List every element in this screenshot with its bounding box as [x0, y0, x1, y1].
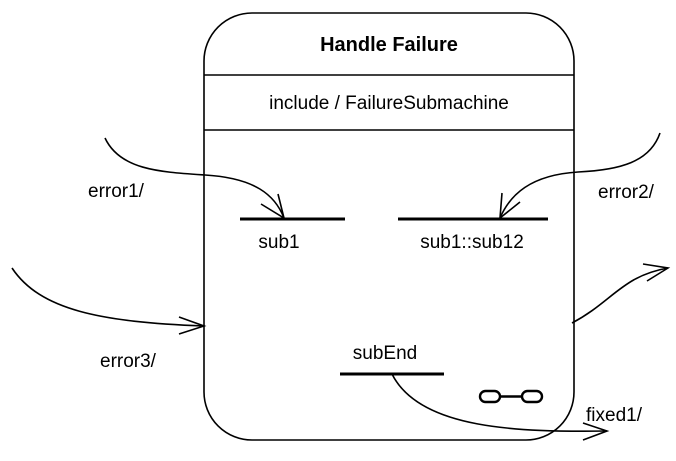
composite-state-handle-failure[interactable]: Handle Failure include / FailureSubmachi…	[203, 12, 575, 441]
transition-arc-error2	[499, 132, 661, 219]
arrowhead-fixed1	[582, 422, 610, 441]
transition-label-error1: error1/	[88, 181, 145, 202]
transition-label-error3: error3/	[100, 351, 157, 372]
stub-state-subend[interactable]: subEnd	[340, 343, 444, 376]
internal-activity: include / FailureSubmachine	[269, 93, 509, 114]
transition-error2[interactable]: error2/	[499, 132, 661, 220]
transition-arc-error3	[11, 267, 205, 327]
transition-label-error2: error2/	[598, 182, 655, 203]
arrowhead-exit-right	[642, 263, 671, 282]
transition-error1[interactable]: error1/	[88, 137, 286, 220]
stub-label-sub1: sub1	[258, 232, 299, 253]
transition-fixed1[interactable]: fixed1/	[391, 373, 643, 441]
state-border	[203, 12, 575, 441]
arrowhead-error1	[260, 193, 286, 220]
transition-arc-exit-right	[571, 267, 669, 324]
transition-label-fixed1: fixed1/	[586, 405, 643, 426]
stub-label-subend: subEnd	[353, 343, 417, 364]
stub-state-sub1[interactable]: sub1	[240, 217, 345, 253]
stub-label-sub12: sub1::sub12	[420, 232, 524, 253]
state-title: Handle Failure	[320, 34, 458, 56]
transition-error3[interactable]: error3/	[11, 267, 207, 372]
composite-state-icon	[478, 389, 544, 404]
arrowhead-error3	[178, 316, 207, 335]
arrowhead-error2	[499, 192, 521, 220]
transition-exit-right[interactable]	[571, 263, 671, 324]
transition-arc-fixed1	[391, 373, 608, 432]
stub-state-sub12[interactable]: sub1::sub12	[398, 217, 548, 253]
transition-arc-error1	[104, 137, 285, 219]
